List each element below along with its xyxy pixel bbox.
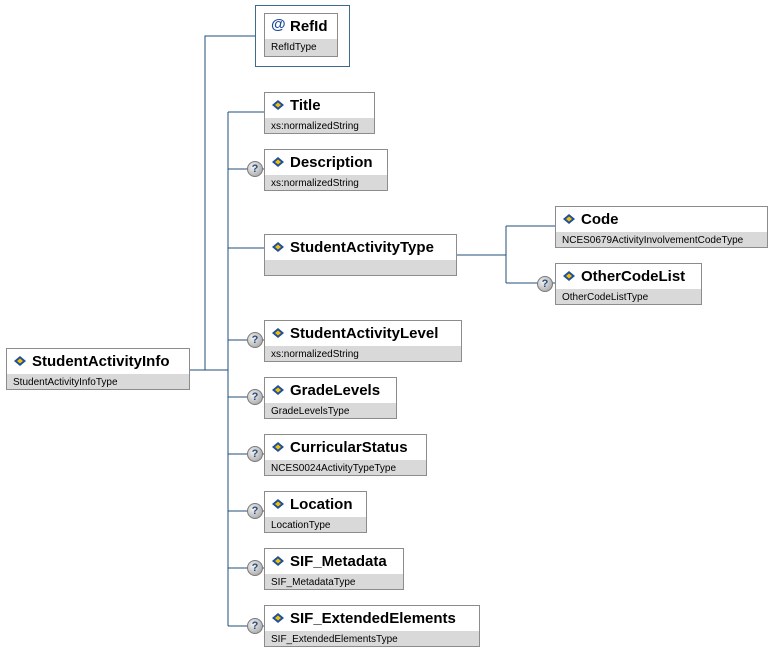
element-name: Code	[581, 211, 619, 228]
element-name: StudentActivityInfo	[32, 353, 170, 370]
element-name: Title	[290, 97, 321, 114]
attribute-icon: @	[271, 16, 286, 33]
element-icon	[272, 157, 284, 167]
element-name: StudentActivityLevel	[290, 325, 439, 342]
element-type: LocationType	[265, 517, 366, 532]
optional-marker-icon: ?	[537, 276, 553, 292]
element-type: SIF_MetadataType	[265, 574, 403, 589]
element-studentactivitylevel[interactable]: StudentActivityLevel xs:normalizedString	[264, 320, 462, 362]
element-type	[265, 260, 456, 275]
element-icon	[272, 613, 284, 623]
optional-marker-icon: ?	[247, 560, 263, 576]
attribute-type: RefIdType	[265, 39, 337, 56]
optional-marker-icon: ?	[247, 389, 263, 405]
element-othercodelist[interactable]: OtherCodeList OtherCodeListType	[555, 263, 702, 305]
element-studentactivitytype[interactable]: StudentActivityType	[264, 234, 457, 276]
element-location[interactable]: Location LocationType	[264, 491, 367, 533]
element-type: GradeLevelsType	[265, 403, 396, 418]
element-type: NCES0024ActivityTypeType	[265, 460, 426, 475]
element-icon	[563, 271, 575, 281]
element-title[interactable]: Title xs:normalizedString	[264, 92, 375, 134]
element-icon	[272, 442, 284, 452]
optional-marker-icon: ?	[247, 503, 263, 519]
element-icon	[14, 356, 26, 366]
element-description[interactable]: Description xs:normalizedString	[264, 149, 388, 191]
attribute-name: RefId	[290, 18, 328, 35]
element-name: SIF_ExtendedElements	[290, 610, 456, 627]
element-type: xs:normalizedString	[265, 118, 374, 133]
element-type: SIF_ExtendedElementsType	[265, 631, 479, 646]
attribute-refid[interactable]: @ RefId RefIdType	[264, 13, 338, 57]
element-icon	[272, 242, 284, 252]
connector-branches	[228, 111, 265, 627]
element-icon	[272, 385, 284, 395]
element-gradelevels[interactable]: GradeLevels GradeLevelsType	[264, 377, 397, 419]
element-icon	[563, 214, 575, 224]
connector-subbranches	[457, 225, 555, 284]
connector-root-attribute	[190, 35, 255, 371]
element-sif-extendedelements[interactable]: SIF_ExtendedElements SIF_ExtendedElement…	[264, 605, 480, 647]
optional-marker-icon: ?	[247, 446, 263, 462]
attribute-group-frame	[255, 5, 350, 67]
element-type: OtherCodeListType	[556, 289, 701, 304]
element-icon	[272, 499, 284, 509]
element-name: StudentActivityType	[290, 239, 434, 256]
element-type: StudentActivityInfoType	[7, 374, 189, 389]
element-type: xs:normalizedString	[265, 175, 387, 190]
optional-marker-icon: ?	[247, 618, 263, 634]
element-type: NCES0679ActivityInvolvementCodeType	[556, 232, 767, 247]
element-icon	[272, 328, 284, 338]
element-name: OtherCodeList	[581, 268, 686, 285]
root-element[interactable]: StudentActivityInfo StudentActivityInfoT…	[6, 348, 190, 390]
element-type: xs:normalizedString	[265, 346, 461, 361]
element-curricularstatus[interactable]: CurricularStatus NCES0024ActivityTypeTyp…	[264, 434, 427, 476]
element-code[interactable]: Code NCES0679ActivityInvolvementCodeType	[555, 206, 768, 248]
element-icon	[272, 556, 284, 566]
element-name: SIF_Metadata	[290, 553, 387, 570]
optional-marker-icon: ?	[247, 332, 263, 348]
element-name: CurricularStatus	[290, 439, 408, 456]
optional-marker-icon: ?	[247, 161, 263, 177]
element-name: Description	[290, 154, 373, 171]
element-name: GradeLevels	[290, 382, 381, 399]
element-sif-metadata[interactable]: SIF_Metadata SIF_MetadataType	[264, 548, 404, 590]
element-name: Location	[290, 496, 353, 513]
element-icon	[272, 100, 284, 110]
